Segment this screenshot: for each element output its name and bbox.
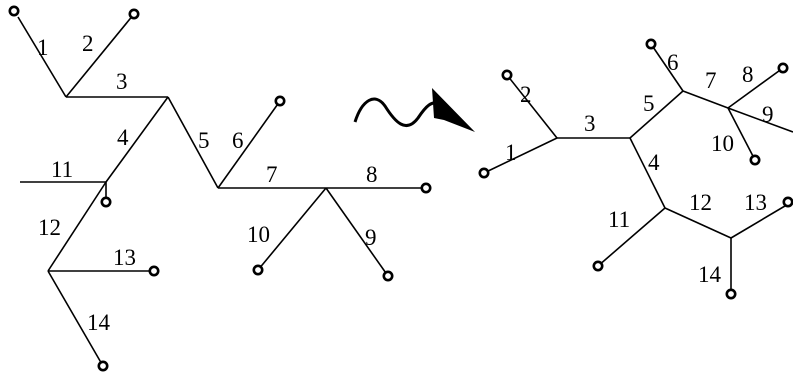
left-label-12: 12	[38, 215, 61, 240]
right-edge-10	[727, 107, 756, 161]
right-leaf-node	[777, 62, 789, 74]
right-label-3: 3	[584, 111, 596, 136]
left-label-14: 14	[87, 310, 111, 335]
right-label-5: 5	[643, 91, 655, 116]
right-label-7: 7	[705, 68, 717, 93]
right-edge-5	[629, 90, 684, 139]
wavy-arrow-icon	[353, 88, 475, 132]
left-leaf-node	[100, 196, 112, 208]
left-label-8: 8	[366, 162, 378, 187]
left-leaf-node	[420, 182, 432, 194]
left-label-11: 11	[51, 157, 73, 182]
left-label-4: 4	[117, 125, 129, 150]
left-leaf-node	[252, 264, 264, 276]
right-edge-1	[483, 137, 558, 174]
right-edge-12	[664, 207, 732, 239]
right-leaf-node	[749, 154, 761, 166]
right-label-11: 11	[608, 207, 630, 232]
right-label-1: 1	[505, 140, 517, 165]
left-leaf-node	[382, 270, 394, 282]
right-leaf-node	[501, 69, 513, 81]
left-edge-2	[65, 13, 135, 98]
left-edge-4	[105, 96, 169, 183]
left-edge-6	[217, 100, 281, 189]
right-label-4: 4	[648, 150, 660, 175]
right-label-12: 12	[689, 190, 712, 215]
left-label-3: 3	[116, 69, 128, 94]
right-label-6: 6	[667, 50, 679, 75]
right-tree: 1 2 3 4 5 6 7 8 9 10 11 12 13 14	[478, 38, 793, 300]
left-leaf-node	[128, 8, 140, 20]
right-edge-6	[650, 43, 684, 92]
right-leaf-node	[645, 38, 657, 50]
right-edge-8	[727, 67, 784, 109]
left-label-5: 5	[198, 128, 210, 153]
right-label-14: 14	[698, 262, 722, 287]
left-tree: 1 2 3 4 5 6 7 8 9 10 11 12 13 14	[8, 5, 432, 372]
right-edge-4	[629, 137, 666, 209]
left-label-1: 1	[37, 35, 49, 60]
left-label-10: 10	[247, 222, 270, 247]
right-label-8: 8	[742, 62, 754, 87]
left-label-9: 9	[365, 225, 377, 250]
right-edge-7	[682, 90, 729, 109]
right-leaf-node	[478, 167, 490, 179]
left-edge-5	[167, 96, 219, 189]
right-leaf-node	[725, 288, 737, 300]
right-leaf-node	[592, 260, 604, 272]
right-leaf-node	[782, 196, 793, 208]
right-label-2: 2	[520, 82, 532, 107]
right-label-9: 9	[762, 102, 774, 127]
right-edge-9	[727, 107, 793, 133]
right-edge-11	[597, 207, 666, 267]
right-label-10: 10	[711, 131, 734, 156]
left-leaf-node	[97, 360, 109, 372]
left-leaf-node	[274, 95, 286, 107]
left-label-13: 13	[113, 245, 136, 270]
left-edge-12	[47, 181, 107, 272]
right-label-13: 13	[744, 190, 767, 215]
left-leaf-node	[8, 5, 20, 17]
left-edge-9	[325, 187, 389, 277]
left-label-2: 2	[82, 31, 94, 56]
left-edge-10	[257, 187, 327, 271]
right-edge-13	[730, 202, 791, 239]
right-edge-2	[506, 74, 558, 139]
left-label-7: 7	[266, 162, 278, 187]
left-edge-14	[47, 270, 104, 367]
left-label-6: 6	[232, 128, 244, 153]
arrow-head	[432, 88, 475, 132]
left-edge-1	[17, 16, 67, 98]
arrow-wave	[353, 97, 441, 127]
left-leaf-node	[148, 265, 160, 277]
